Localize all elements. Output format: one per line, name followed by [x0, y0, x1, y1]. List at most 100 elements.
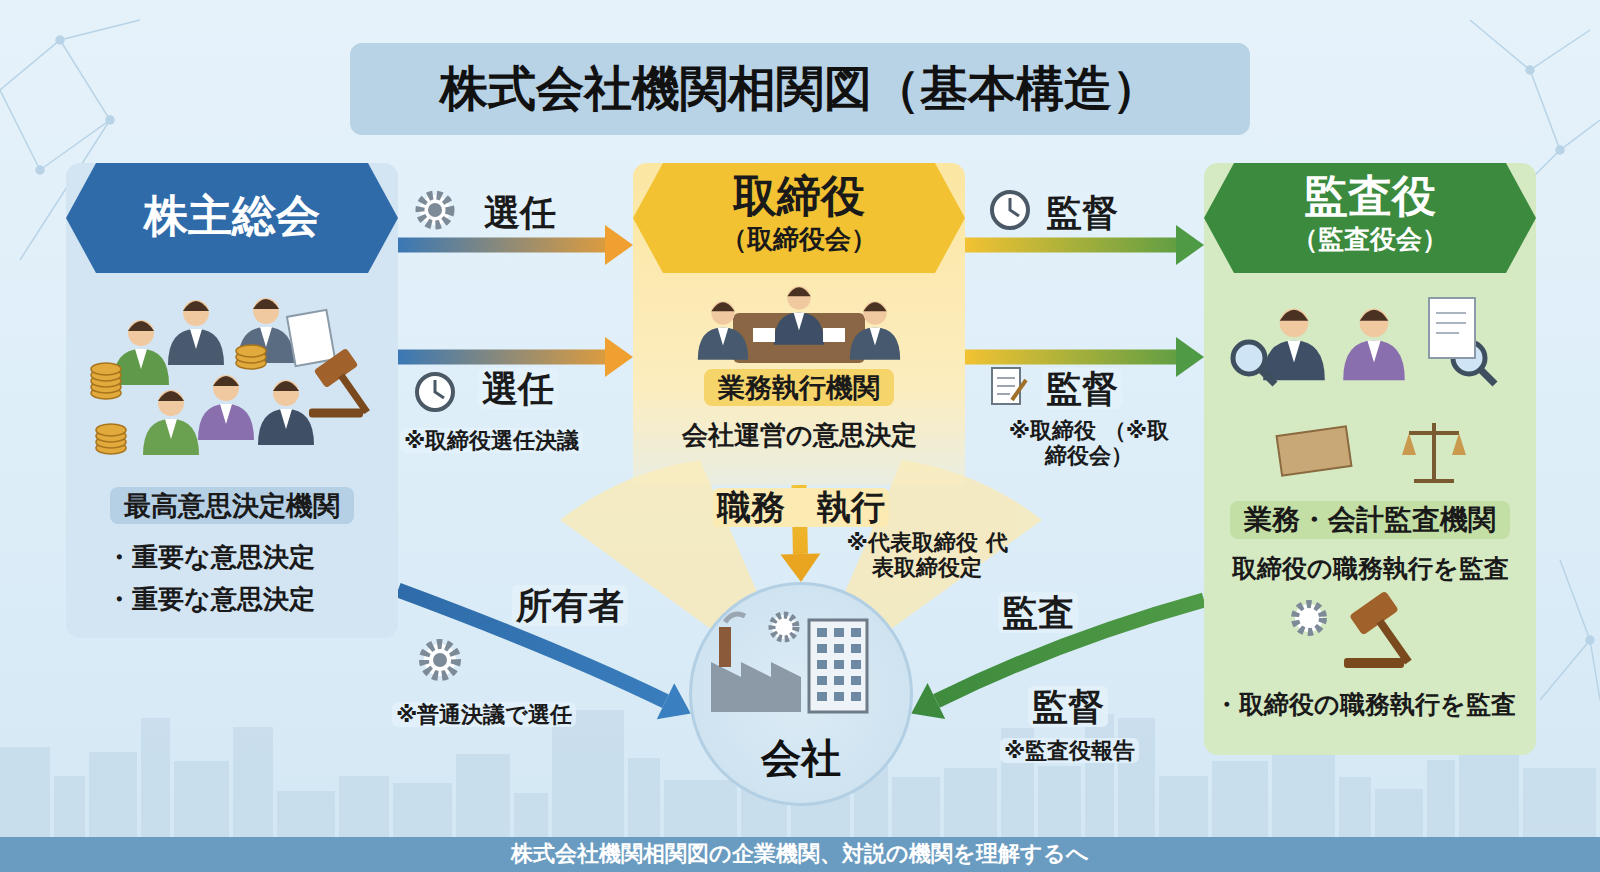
window [834, 644, 844, 653]
skyline-building [1212, 761, 1268, 837]
circle-shape [1360, 309, 1389, 338]
arrow-shaft [936, 600, 1204, 701]
arrow-shaft [398, 238, 605, 253]
window [817, 644, 827, 653]
path-shape [1540, 560, 1600, 700]
skyline-building [1427, 760, 1455, 837]
skyline-building [233, 727, 273, 837]
path-shape [435, 380, 444, 398]
connector-arrow [398, 225, 633, 265]
path-shape [253, 299, 279, 309]
path-shape [190, 329, 202, 349]
path-shape [1280, 310, 1309, 321]
panel-heading: 監査役 [1304, 171, 1436, 222]
panel-text: ・重要な意思決定 [106, 585, 315, 615]
path-shape [273, 381, 299, 391]
organ-panel: 監査役（監査役会）業務・会計監査機関取締役の職務執行を監査・取締役の職務執行を監… [1204, 163, 1536, 755]
path-shape [158, 391, 184, 401]
path-shape [1480, 369, 1495, 384]
window [817, 660, 827, 669]
path-shape [1263, 341, 1325, 381]
panel-heading: 株主総会 [144, 191, 320, 242]
note-label: ※監査役報告 [1000, 738, 1139, 763]
path-shape [143, 419, 199, 455]
circle-shape [253, 298, 279, 324]
diagram-title: 株式会社機関相関図（基本構造） [440, 61, 1160, 116]
note-label: ※取締役選任決議 [400, 428, 583, 453]
organ-panel: 取締役（取締役会）業務執行機関会社運営の意思決定 [633, 163, 965, 485]
rect-shape [1429, 298, 1475, 358]
skyline-building [514, 793, 548, 837]
pill-label: 最高意思決定機関 [110, 487, 354, 524]
connector-arrow [911, 600, 1204, 719]
connector-arrow [398, 590, 691, 719]
edge-label: 職務 執行 [713, 488, 889, 527]
skyline-building [1118, 718, 1155, 837]
path-shape [725, 614, 745, 622]
path-shape [213, 376, 239, 386]
rect-shape [314, 348, 359, 388]
path-shape [718, 327, 729, 345]
circle-shape [36, 166, 44, 174]
path-shape [997, 378, 1015, 394]
relation-label: 所有者 [512, 585, 628, 626]
skyline-building [944, 768, 997, 837]
polygon-shape [1204, 163, 1536, 273]
circle-shape [863, 301, 886, 324]
circle-shape [1295, 604, 1323, 632]
window [851, 676, 861, 685]
arrow-head [605, 337, 633, 377]
connector-arrow [965, 337, 1204, 377]
panel-text: （取締役会） [721, 225, 877, 255]
arrow-head [605, 225, 633, 265]
arrow-shaft [965, 238, 1176, 253]
rect-shape [809, 620, 867, 712]
circle-shape [417, 374, 453, 410]
rect-shape [1376, 619, 1411, 665]
path-shape [1260, 369, 1275, 384]
path-shape [870, 327, 881, 345]
path-shape [1402, 433, 1466, 455]
circle-shape [433, 653, 447, 667]
pill-label: 業務執行機関 [704, 369, 894, 406]
skyline-building [0, 747, 50, 837]
path-shape [1436, 313, 1466, 333]
skyline-building [664, 780, 737, 837]
rect-shape [1277, 426, 1352, 475]
ellipse-shape [91, 363, 121, 375]
arrow-shaft [965, 350, 1176, 365]
window [851, 660, 861, 669]
rect-shape [733, 313, 865, 363]
organ-panel: 株主総会最高意思決定機関・重要な意思決定・重要な意思決定 [66, 163, 398, 638]
path-shape [1012, 380, 1026, 400]
ellipse-shape [96, 424, 126, 436]
skyline-building [1159, 776, 1208, 837]
path-shape [1010, 198, 1019, 216]
connector-arrow [965, 225, 1204, 265]
path-shape [135, 349, 147, 369]
arrow-shaft [398, 590, 666, 701]
window [834, 692, 844, 701]
edge-label: 監督 [1028, 686, 1108, 727]
window [834, 628, 844, 637]
path-shape [258, 409, 314, 445]
panel-text: ・取締役の職務執行を監査 [1214, 691, 1516, 720]
caption-band: 株式会社機関相関図の企業機関、対説の機関を理解するへ [0, 837, 1600, 872]
polygon-shape [633, 163, 965, 273]
skyline-building [1038, 766, 1081, 837]
skyline-building [54, 776, 85, 837]
circle-shape [992, 192, 1028, 228]
arrow-shaft [398, 350, 605, 365]
rect-shape [1349, 591, 1399, 636]
window [851, 644, 861, 653]
path-shape [183, 301, 209, 311]
circle-shape [273, 380, 299, 406]
skyline-building [1375, 789, 1423, 837]
pill-label: 業務・会計監査機関 [1230, 501, 1510, 539]
panel-text: （監査役会） [1292, 225, 1448, 255]
rect-shape [338, 373, 370, 414]
window [817, 692, 827, 701]
window [851, 628, 861, 637]
path-shape [1360, 310, 1389, 321]
panel-heading: 会社 [761, 735, 841, 781]
